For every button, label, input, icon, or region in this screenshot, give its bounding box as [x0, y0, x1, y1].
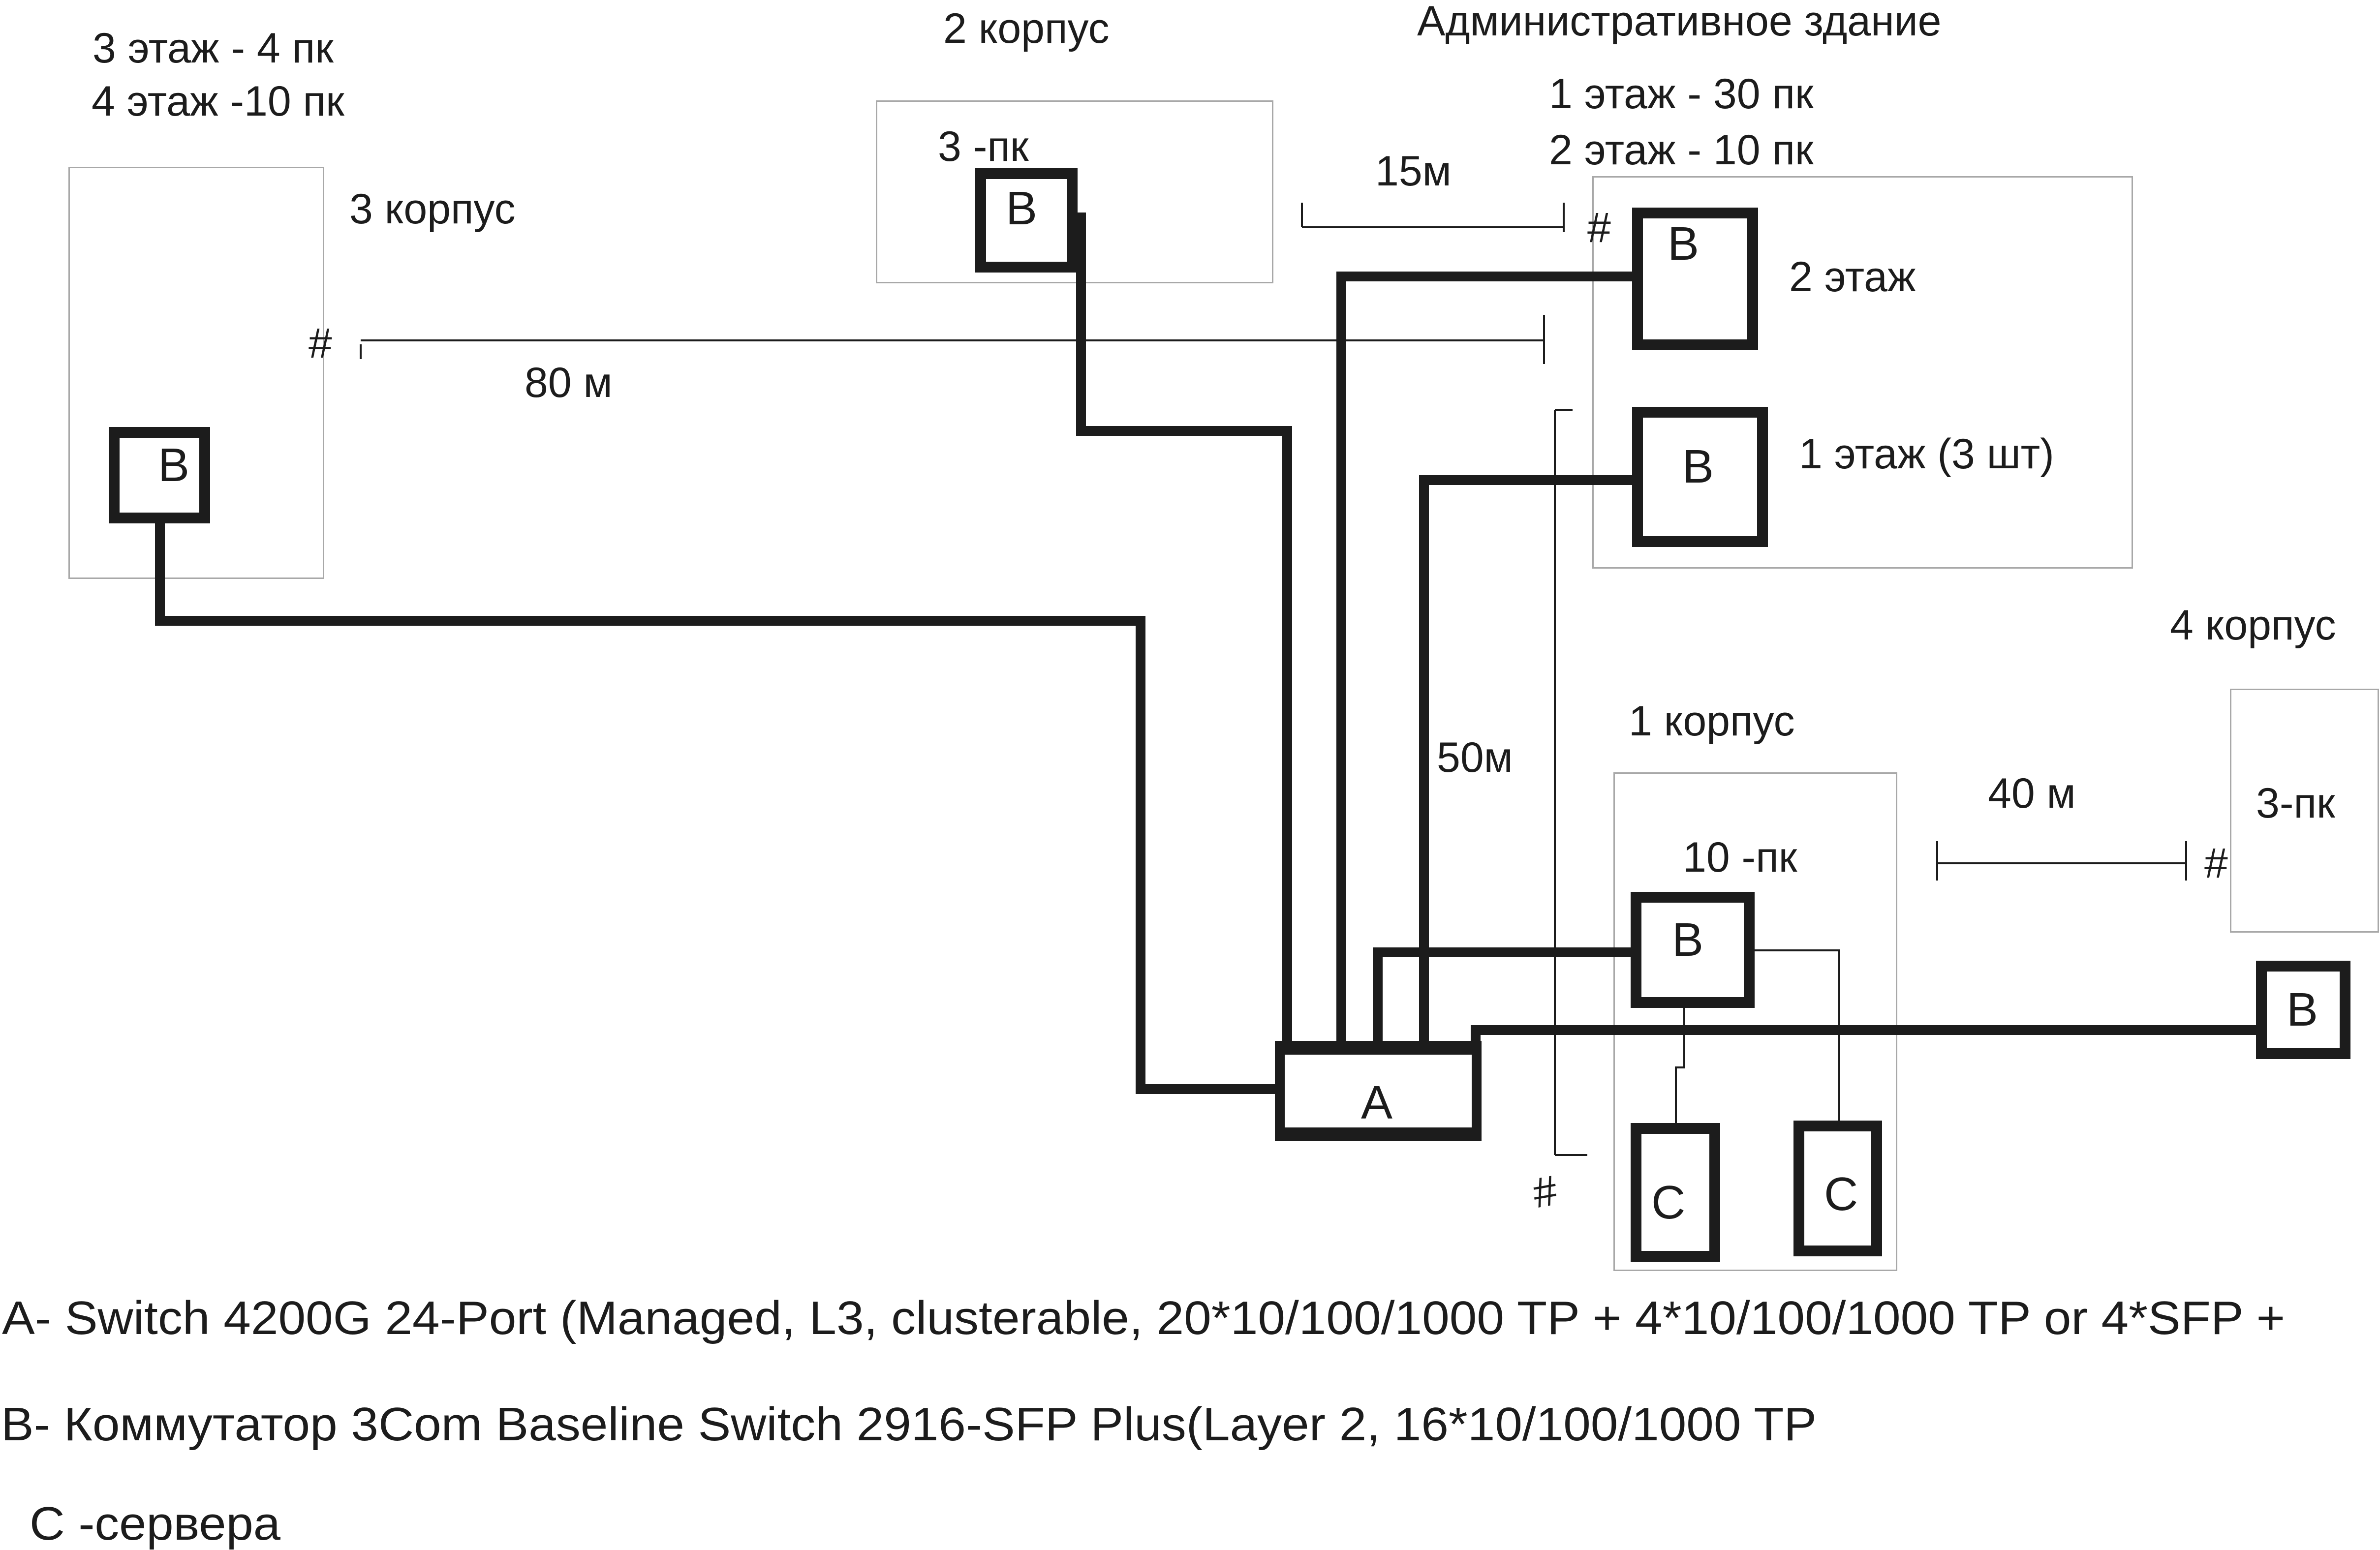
building-3-outline: [68, 167, 324, 579]
distance-b1-b4: 40 м: [1988, 770, 2076, 817]
server-c-2-label: C: [1824, 1168, 1858, 1220]
cable-a-to-b1: [1373, 947, 1636, 1041]
server-c-1-label: C: [1651, 1176, 1686, 1229]
building-2-title: 2 корпус: [943, 5, 1110, 52]
switch-b-building-2[interactable]: B: [975, 168, 1078, 273]
switch-b-building-1-label: B: [1672, 913, 1704, 966]
cable-a-to-b4: [1471, 1025, 2263, 1041]
link-b1-server-1: [1675, 1003, 1685, 1126]
switch-b-admin-floor-2[interactable]: B: [1632, 208, 1758, 350]
server-c-2[interactable]: C: [1793, 1121, 1882, 1256]
switch-b-admin-floor-1[interactable]: B: [1632, 407, 1768, 547]
admin-floor-1-caption: 1 этаж (3 шт): [1799, 430, 2054, 478]
switch-b-building-3[interactable]: B: [109, 427, 210, 523]
link-b1-server-2: [1752, 949, 1840, 1123]
switch-b-admin-floor-2-label: B: [1668, 217, 1700, 270]
distance-admin-b1: 50м: [1437, 734, 1513, 781]
switch-b-building-3-label: B: [158, 439, 190, 491]
distance-b2-admin: 15м: [1375, 148, 1452, 195]
building-4-title: 4 корпус: [2170, 602, 2336, 649]
building-1-title: 1 корпус: [1629, 698, 1795, 745]
switch-b-building-2-label: B: [1006, 182, 1038, 235]
admin-floor-2-caption: 2 этаж: [1789, 253, 1916, 301]
admin-floor-2-pcs: 2 этаж - 10 пк: [1549, 126, 1814, 174]
switch-b-building-4[interactable]: B: [2256, 961, 2350, 1059]
core-switch-a-label: A: [1361, 1076, 1393, 1129]
building-1-outline: [1613, 772, 1897, 1271]
cable-a-to-admin-floor1: [1419, 475, 1637, 1041]
port-marker-admin: #: [1587, 204, 1611, 251]
legend-switch-a: A- Switch 4200G 24-Port (Managed, L3, cl…: [2, 1292, 2285, 1344]
building-3-title: 3 корпус: [349, 185, 516, 233]
port-marker-b4: #: [2204, 840, 2228, 887]
admin-building-outline: [1592, 176, 2133, 569]
admin-floor-1-pcs: 1 этаж - 30 пк: [1549, 70, 1814, 118]
server-c-1[interactable]: C: [1631, 1123, 1720, 1262]
admin-building-title: Административное здание: [1417, 0, 1942, 45]
building-2-pc-count: 3 -пк: [938, 123, 1029, 170]
building-3-floor-4-pcs: 4 этаж -10 пк: [92, 78, 344, 125]
cable-a-to-b2: [1076, 213, 1292, 1041]
switch-b-building-1[interactable]: B: [1631, 892, 1755, 1008]
legend-switch-b: B- Коммутатор 3Com Baseline Switch 2916-…: [1, 1398, 1817, 1451]
switch-b-building-4-label: B: [2287, 983, 2318, 1036]
cable-a-to-admin-floor2: [1336, 272, 1637, 1041]
cable-a-to-b3: [155, 517, 1275, 1094]
switch-b-admin-floor-1-label: B: [1682, 440, 1714, 493]
building-1-pc-count: 10 -пк: [1683, 834, 1797, 881]
building-4-pc-count: 3-пк: [2256, 780, 2335, 827]
building-4-outline: [2230, 689, 2379, 933]
building-2-outline: [876, 100, 1273, 283]
distance-b3-admin: 80 м: [525, 359, 613, 406]
port-marker-b3: #: [309, 320, 332, 367]
building-3-floor-3-pcs: 3 этаж - 4 пк: [93, 25, 334, 72]
legend-servers-c: C -сервера: [30, 1497, 280, 1550]
core-switch-a[interactable]: A: [1275, 1041, 1482, 1141]
